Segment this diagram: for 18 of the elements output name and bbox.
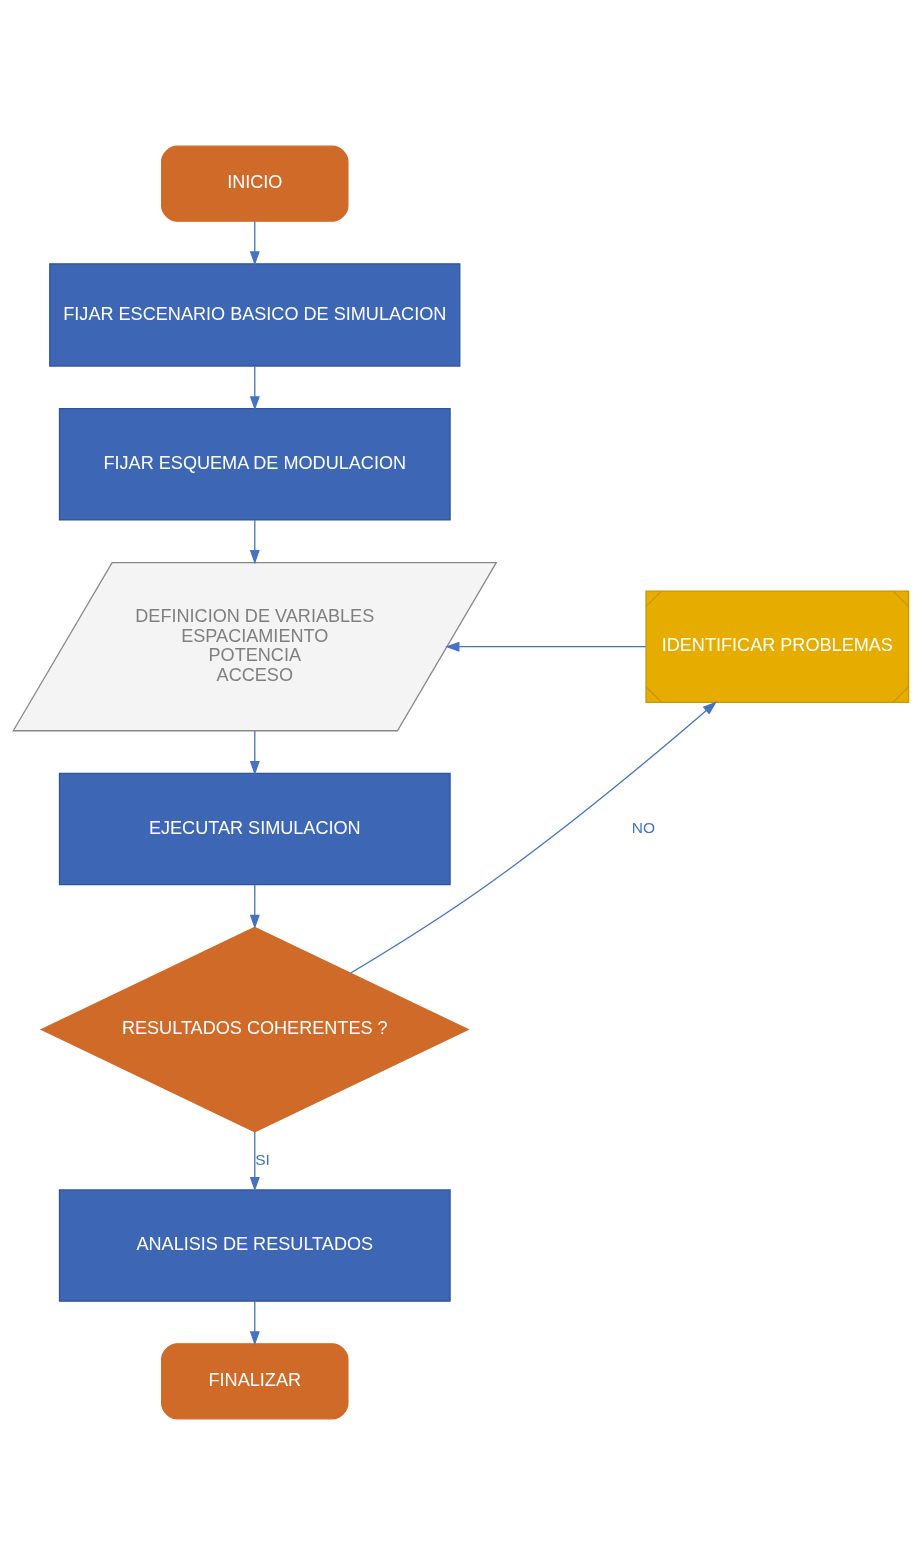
arrow: [249, 729, 260, 775]
node-box: INICIO: [161, 145, 349, 222]
arrow: [249, 220, 260, 266]
node-box: ANALISIS DE RESULTADOS: [58, 1188, 451, 1302]
node-box: FIJAR ESQUEMA DE MODULACION: [58, 407, 451, 521]
arrow: [249, 365, 260, 411]
edge-label: NO: [631, 818, 656, 836]
arrow: [249, 1130, 260, 1191]
node-box: EJECUTAR SIMULACION: [58, 772, 451, 885]
node-box: FINALIZAR: [161, 1342, 349, 1419]
arrow: [249, 883, 260, 929]
node-diamond: RESULTADOS COHERENTES ?: [39, 926, 470, 1132]
edge-label: SI: [255, 1150, 270, 1168]
node-box: FIJAR ESCENARIO BASICO DE SIMULACION: [49, 262, 461, 367]
arrow: [249, 1300, 260, 1346]
arrow: [249, 518, 260, 564]
arrow: [445, 641, 647, 652]
arrow: [350, 700, 717, 974]
